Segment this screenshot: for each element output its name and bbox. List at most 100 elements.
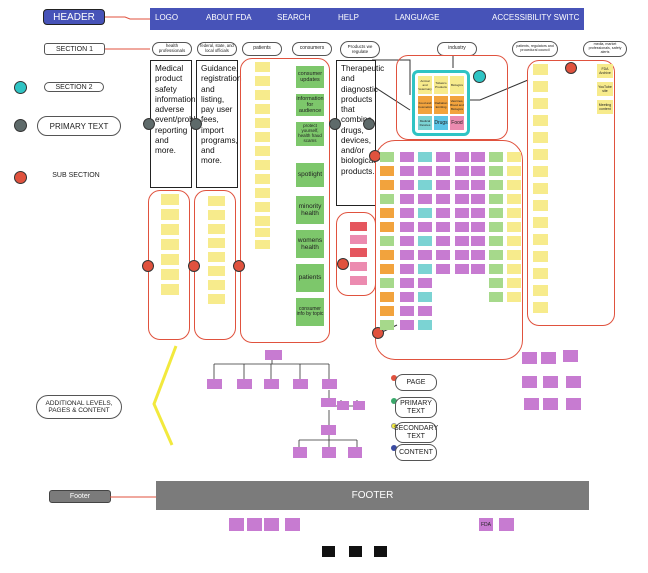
- tree-child-note[interactable]: [264, 379, 279, 389]
- footer-fda-note[interactable]: FDA: [479, 518, 493, 531]
- product-medical-devices[interactable]: Medical Devices: [418, 116, 432, 130]
- tree-root-note[interactable]: [265, 350, 282, 360]
- product-note[interactable]: [350, 262, 367, 271]
- industry-note[interactable]: [489, 222, 503, 232]
- industry-note[interactable]: [471, 250, 485, 260]
- extra-note[interactable]: [566, 398, 581, 410]
- footer-note[interactable]: [229, 518, 244, 531]
- media-note[interactable]: [533, 268, 548, 279]
- federal-note[interactable]: [208, 210, 225, 220]
- health-note[interactable]: [161, 284, 179, 295]
- industry-note[interactable]: [418, 152, 432, 162]
- footer-note[interactable]: [499, 518, 514, 531]
- industry-note[interactable]: [418, 306, 432, 316]
- product-vaccines[interactable]: Vaccines, Blood and Biologics: [450, 96, 464, 114]
- audience-patients-regulators[interactable]: patients, regulators and procedural coun…: [512, 41, 558, 57]
- consumer-patients[interactable]: patients: [296, 264, 324, 292]
- product-note[interactable]: [350, 222, 367, 231]
- extra-note[interactable]: [543, 376, 558, 388]
- industry-note[interactable]: [380, 166, 394, 176]
- tree-child-note[interactable]: [207, 379, 222, 389]
- industry-note[interactable]: [436, 250, 450, 260]
- extra-note[interactable]: [543, 398, 558, 410]
- media-note[interactable]: [533, 302, 548, 313]
- health-note[interactable]: [161, 194, 179, 205]
- industry-note[interactable]: [380, 264, 394, 274]
- footer-black-note[interactable]: [374, 546, 387, 557]
- tree-child-note[interactable]: [237, 379, 252, 389]
- patient-note[interactable]: [255, 216, 270, 226]
- media-note-meeting[interactable]: Meeting content: [597, 100, 613, 114]
- federal-note[interactable]: [208, 196, 225, 206]
- industry-note[interactable]: [489, 292, 503, 302]
- extra-note[interactable]: [524, 398, 539, 410]
- media-note[interactable]: [533, 234, 548, 245]
- consumer-minority-health[interactable]: minority health: [296, 196, 324, 224]
- extra-note[interactable]: [522, 376, 537, 388]
- industry-note[interactable]: [489, 278, 503, 288]
- industry-note[interactable]: [507, 236, 521, 246]
- audience-products[interactable]: Products we regulate: [340, 41, 380, 58]
- federal-note[interactable]: [208, 266, 225, 276]
- media-note[interactable]: [533, 81, 548, 92]
- industry-note[interactable]: [507, 278, 521, 288]
- tree-leaf-note[interactable]: [348, 447, 362, 458]
- footer-note[interactable]: [264, 518, 279, 531]
- product-radiation[interactable]: Radiation Emitting: [434, 96, 448, 114]
- patient-note[interactable]: [255, 104, 270, 114]
- industry-note[interactable]: [380, 180, 394, 190]
- nav-about-fda[interactable]: ABOUT FDA: [206, 13, 252, 22]
- tree-child-note[interactable]: [321, 398, 336, 407]
- industry-note[interactable]: [400, 222, 414, 232]
- industry-note[interactable]: [507, 222, 521, 232]
- industry-note[interactable]: [436, 208, 450, 218]
- industry-note[interactable]: [455, 264, 469, 274]
- industry-note[interactable]: [455, 208, 469, 218]
- product-note[interactable]: [350, 248, 367, 257]
- industry-note[interactable]: [418, 250, 432, 260]
- industry-note[interactable]: [471, 208, 485, 218]
- patient-note[interactable]: [255, 118, 270, 128]
- industry-note[interactable]: [436, 194, 450, 204]
- industry-note[interactable]: [400, 306, 414, 316]
- industry-note[interactable]: [507, 292, 521, 302]
- patient-note[interactable]: [255, 146, 270, 156]
- media-note[interactable]: [533, 132, 548, 143]
- industry-note[interactable]: [455, 222, 469, 232]
- industry-note[interactable]: [380, 152, 394, 162]
- tree-child-note[interactable]: [321, 425, 336, 435]
- industry-note[interactable]: [400, 208, 414, 218]
- consumer-womens-health[interactable]: womens health: [296, 230, 324, 258]
- product-tobacco[interactable]: Tobacco Products: [434, 76, 448, 94]
- industry-note[interactable]: [400, 166, 414, 176]
- industry-note[interactable]: [489, 250, 503, 260]
- industry-note[interactable]: [507, 264, 521, 274]
- industry-note[interactable]: [489, 208, 503, 218]
- industry-note[interactable]: [436, 222, 450, 232]
- audience-federal-officials[interactable]: federal, state, and local officials: [197, 42, 237, 56]
- industry-note[interactable]: [436, 236, 450, 246]
- product-animal[interactable]: Animal and Veterinary: [418, 76, 432, 94]
- health-note[interactable]: [161, 269, 179, 280]
- media-note-archive[interactable]: FDA Archive: [597, 64, 613, 78]
- industry-note[interactable]: [471, 264, 485, 274]
- product-food-cosmetics[interactable]: Food and Cosmetics: [418, 96, 432, 114]
- media-note[interactable]: [533, 285, 548, 296]
- federal-note[interactable]: [208, 238, 225, 248]
- industry-note[interactable]: [471, 194, 485, 204]
- industry-note[interactable]: [436, 180, 450, 190]
- industry-note[interactable]: [418, 236, 432, 246]
- industry-note[interactable]: [418, 194, 432, 204]
- media-note[interactable]: [533, 64, 548, 75]
- health-note[interactable]: [161, 224, 179, 235]
- product-biologics[interactable]: Biologics: [450, 76, 464, 94]
- product-note[interactable]: [350, 276, 367, 285]
- industry-note[interactable]: [380, 194, 394, 204]
- health-note[interactable]: [161, 239, 179, 250]
- industry-note[interactable]: [400, 278, 414, 288]
- industry-note[interactable]: [400, 264, 414, 274]
- product-drugs[interactable]: Drugs: [434, 116, 448, 130]
- industry-note[interactable]: [489, 236, 503, 246]
- footer-black-note[interactable]: [349, 546, 362, 557]
- footer-note[interactable]: [285, 518, 300, 531]
